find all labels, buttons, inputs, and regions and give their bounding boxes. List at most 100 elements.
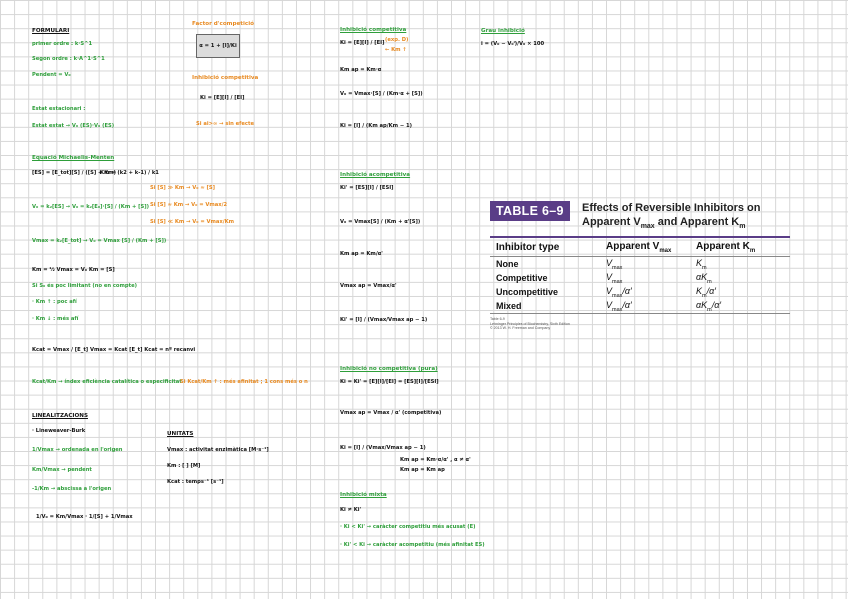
row-vmax-base: V bbox=[606, 285, 613, 296]
row-vmax-base: V bbox=[606, 299, 613, 310]
vmax-equation: Vmax = k₂[E_tot] → V₀ = Vmax [S] / (Km +… bbox=[32, 238, 167, 244]
competitive-v0: V₀ = Vmax·[S] / (Km·α + [S]) bbox=[340, 91, 423, 97]
linearizations-heading: LINEALITZACIONS bbox=[32, 413, 88, 419]
row-vmax-sub: max bbox=[612, 278, 623, 285]
mixed-ki-ne: Ki ≠ Ki' bbox=[340, 507, 362, 513]
row-vmax-base: V bbox=[606, 257, 613, 268]
row-vmax-sub: max bbox=[612, 306, 623, 313]
table-footnote: Table 6-9 Lehninger Principles of Bioche… bbox=[490, 317, 790, 331]
header-vmax-sub: max bbox=[659, 247, 672, 254]
noncompetitive-vmaxap: Vmax ap = Vmax / α' (competitiva) bbox=[340, 410, 442, 416]
inhibition-degree-eq: i = (V₀ − V₀ⁱ)/V₀ × 100 bbox=[481, 41, 545, 47]
alpha-formula-box: α = 1 + [I]/Ki bbox=[196, 34, 240, 58]
row-vmax: Vmax bbox=[606, 258, 696, 271]
row-km: αKm/α′ bbox=[696, 300, 786, 313]
row-vmax-sub: max bbox=[612, 264, 623, 271]
row-vmax-sub: max bbox=[612, 292, 623, 299]
ki-definition: Ki = [E][I] / [EI] bbox=[200, 95, 245, 101]
s-km-case-1: Si [S] ≫ Km → V₀ ≈ [S] bbox=[150, 185, 215, 191]
factor-heading: Factor d'competició bbox=[192, 21, 254, 27]
table-badge: TABLE 6–9 bbox=[490, 201, 570, 221]
inhibitors-table: TABLE 6–9 Effects of Reversible Inhibito… bbox=[490, 198, 790, 331]
inhibition-degree-heading: Grau inhibició bbox=[481, 28, 525, 34]
michaelis-menten-heading: Equació Michaelis-Menten bbox=[32, 155, 115, 161]
row-km-tail: /α′ bbox=[711, 299, 722, 310]
competitive-vmax-note: (exp. D) bbox=[385, 37, 409, 43]
kcat-km-note-2: Si Kcat/Km ↑ : més afinitat ; 1 cons més… bbox=[180, 379, 308, 385]
half-vmax-note: Km = ½ Vmax = V₀ Km = [S] bbox=[32, 267, 115, 273]
header-km-sub: m bbox=[749, 247, 756, 254]
table-bottom-rule bbox=[490, 313, 790, 314]
row-vmax: Vmax/α′ bbox=[606, 286, 696, 299]
row-type: Uncompetitive bbox=[496, 287, 559, 297]
header-km-text: Apparent K bbox=[696, 240, 750, 252]
uncompetitive-vmaxap: Vmax ap = Vmax/α' bbox=[340, 283, 397, 289]
row-km: Km bbox=[696, 258, 786, 271]
row-km-sub: m bbox=[702, 292, 707, 299]
row-vmax-tail: /α′ bbox=[622, 299, 632, 310]
noncompetitive-ki2: Ki = [I] / (Vmax/Vmax ap − 1) bbox=[340, 445, 426, 451]
row-type: Mixed bbox=[496, 301, 522, 311]
row-km-base: αK bbox=[696, 271, 708, 282]
kcat-equation: Kcat = Vmax / [E_t] Vmax = Kcat [E_t] Kc… bbox=[32, 347, 196, 353]
noncompetitive-heading: Inhibició no competitiva (pura) bbox=[340, 366, 438, 372]
row-km: αKm bbox=[696, 272, 786, 285]
units-km: Km : [ ] [M] bbox=[167, 463, 201, 469]
row-km-sub: m bbox=[707, 306, 712, 313]
steady-state-eq: Estat estat → V₀ (ES)·V₀ (ES) bbox=[32, 123, 115, 129]
formularis-heading: FORMULARI bbox=[32, 28, 70, 34]
uncompetitive-kmap: Km ap = Km/α' bbox=[340, 251, 383, 257]
competitive-kmap: Km ap = Km·α bbox=[340, 67, 382, 73]
lb-slope-note: Km/Vmax → pendent bbox=[32, 467, 92, 473]
row-km-base: K bbox=[696, 257, 703, 268]
table-foot-1: Table 6-9 bbox=[490, 317, 505, 321]
alpha-formula: α = 1 + [I]/Ki bbox=[199, 43, 237, 49]
substrate-note: Si S₀ és poc limitant (no en compte) bbox=[32, 283, 137, 289]
uncompetitive-ki2: Ki' = [I] / (Vmax/Vmax ap − 1) bbox=[340, 317, 428, 323]
uncompetitive-heading: Inhibició acompetitiva bbox=[340, 172, 411, 178]
km-equation: Km = (k2 + k-1) / k1 bbox=[100, 170, 159, 176]
slope-note: Pendent = V₀ bbox=[32, 72, 71, 78]
uncompetitive-v0: V₀ = Vmax[S] / (Km + α'[S]) bbox=[340, 219, 421, 225]
table-grid: Inhibitor type Apparent Vmax Apparent Km… bbox=[490, 236, 790, 314]
table-header-row: Inhibitor type Apparent Vmax Apparent Km bbox=[490, 238, 790, 257]
noncompetitive-kmap: Km ap = Km·α/α' , α ≠ α' bbox=[400, 457, 471, 463]
row-type: Competitive bbox=[496, 273, 548, 283]
table-header-block: TABLE 6–9 Effects of Reversible Inhibito… bbox=[490, 198, 790, 234]
header-apparent-vmax: Apparent Vmax bbox=[606, 241, 696, 254]
es-equation: [ES] = [E_tot][S] / ([S] + Km) bbox=[32, 170, 116, 176]
mixed-uncompetitive-note: · Ki' < Ki → caràcter acompetitiu (més a… bbox=[340, 542, 485, 548]
row-km-tail: /α′ bbox=[706, 285, 716, 296]
row-vmax: Vmax bbox=[606, 272, 696, 285]
kcat-km-note: Kcat/Km → índex eficiència catalítica o … bbox=[32, 379, 182, 385]
units-kcat: Kcat : temps⁻¹ [s⁻¹] bbox=[167, 479, 224, 485]
competitive-heading: Inhibició competitiva bbox=[340, 27, 407, 33]
table-title-line1: Effects of Reversible Inhibitors on bbox=[582, 202, 761, 214]
lb-equation: 1/V₀ = Km/Vmax · 1/[S] + 1/Vmax bbox=[36, 514, 133, 520]
row-km-sub: m bbox=[707, 278, 712, 285]
row-vmax-tail: /α′ bbox=[622, 285, 632, 296]
row-km-sub: m bbox=[702, 264, 707, 271]
competitive-ki: Ki = [E][I] / [EI] bbox=[340, 40, 385, 46]
row-vmax: Vmax/α′ bbox=[606, 300, 696, 313]
table-foot-3: © 2013 W. H. Freeman and Company bbox=[490, 326, 551, 331]
lb-intercept-note: 1/Vmax → ordenada en l'origen bbox=[32, 447, 123, 453]
units-heading: UNITATS bbox=[167, 431, 194, 437]
noncompetitive-ki: Ki = Ki' = [E][I]/[EI] = [ES][I]/[ESI] bbox=[340, 379, 439, 385]
row-km-base: K bbox=[696, 285, 703, 296]
header-inhibitor-type: Inhibitor type bbox=[496, 241, 560, 253]
lb-abscissa-note: -1/Km → abscissa a l'origen bbox=[32, 486, 112, 492]
factor-note: Si ai>∞ → sin efecte bbox=[196, 121, 254, 127]
table-title-sub: max bbox=[640, 222, 655, 230]
noncompetitive-kmap2: Km ap = Km ap bbox=[400, 467, 445, 473]
mixed-competitive-note: · Ki < Ki' → caràcter competitiu més acu… bbox=[340, 524, 476, 530]
competitive-km-note: ← Km ↑ bbox=[385, 47, 407, 53]
table-foot-2: Lehninger Principles of Biochemistry, Si… bbox=[490, 321, 570, 326]
mixed-heading: Inhibició mixta bbox=[340, 492, 387, 498]
row-type: None bbox=[496, 259, 519, 269]
header-vmax-text: Apparent V bbox=[606, 240, 660, 252]
